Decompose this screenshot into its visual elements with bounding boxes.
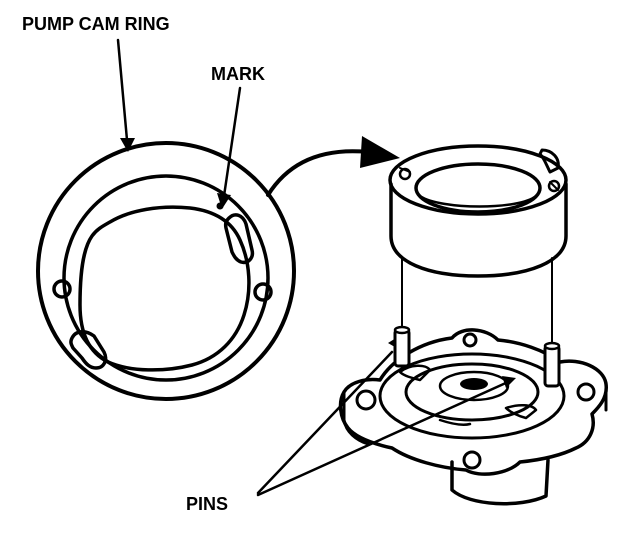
label-pump-cam-ring: PUMP CAM RING [22,14,170,34]
leader-lines [116,38,516,497]
mark-dot [216,202,224,210]
alignment-lines [401,257,553,347]
pump-cam-ring [36,141,296,401]
pump-housing [338,325,608,506]
cam-ring-installed [388,144,568,278]
label-pins: PINS [186,494,228,514]
transfer-arrow [266,136,400,197]
label-mark: MARK [211,64,265,84]
